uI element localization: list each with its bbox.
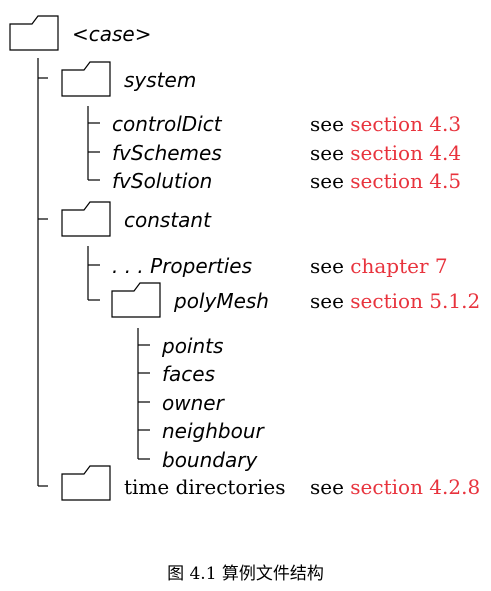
points-label: points (162, 334, 224, 358)
root-label: <case> (72, 22, 152, 46)
constant-label: constant (124, 208, 211, 232)
see-text: see (310, 141, 344, 165)
neighbour-label: neighbour (162, 419, 264, 443)
owner-label: owner (162, 391, 224, 415)
fvschemes-label: fvSchemes (112, 141, 222, 165)
figure-caption: 图 4.1 算例文件结构 (167, 564, 324, 584)
properties-label: . . . Properties (112, 254, 253, 278)
see-text: see (310, 475, 344, 499)
fvsolution-ref: see section 4.5 (310, 171, 461, 191)
boundary-label: boundary (162, 448, 258, 472)
properties-ref-link[interactable]: chapter 7 (350, 254, 448, 278)
time-folder-icon (61, 465, 111, 501)
root-folder-icon (9, 15, 59, 51)
time-ref-link[interactable]: section 4.2.8 (350, 475, 481, 499)
see-text: see (310, 169, 344, 193)
fvschemes-ref-link[interactable]: section 4.4 (350, 141, 462, 165)
polymesh-folder-icon (111, 282, 161, 318)
polymesh-ref: see section 5.1.2 (310, 291, 480, 311)
controldict-label: controlDict (112, 112, 222, 136)
time-ref: see section 4.2.8 (310, 477, 480, 497)
see-text: see (310, 112, 344, 136)
properties-ref: see chapter 7 (310, 256, 448, 276)
see-text: see (310, 289, 344, 313)
polymesh-label: polyMesh (174, 289, 269, 313)
faces-label: faces (162, 362, 216, 386)
system-label: system (124, 68, 197, 92)
polymesh-ref-link[interactable]: section 5.1.2 (350, 289, 481, 313)
time-directories-label: time directories (124, 475, 286, 499)
system-folder-icon (61, 61, 111, 97)
controldict-ref: see section 4.3 (310, 114, 461, 134)
fvsolution-ref-link[interactable]: section 4.5 (350, 169, 462, 193)
controldict-ref-link[interactable]: section 4.3 (350, 112, 462, 136)
fvschemes-ref: see section 4.4 (310, 143, 461, 163)
fvsolution-label: fvSolution (112, 169, 213, 193)
see-text: see (310, 254, 344, 278)
constant-folder-icon (61, 201, 111, 237)
